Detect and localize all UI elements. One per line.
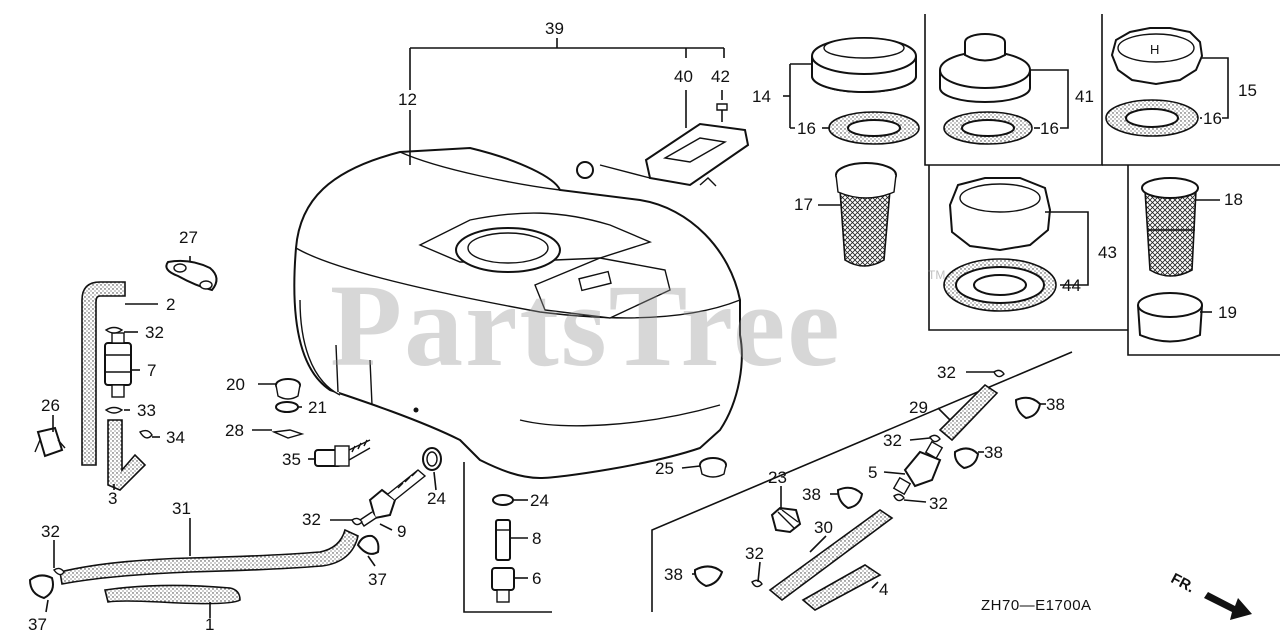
- callout-1: 1: [205, 615, 214, 634]
- fuel-tank-icon: [293, 146, 743, 480]
- watermark-trademark: TM: [928, 268, 946, 282]
- callout-32: 32: [937, 363, 956, 382]
- hose-clip-icon: [693, 369, 1042, 588]
- callout-9: 9: [397, 522, 406, 541]
- callout-14: 14: [752, 87, 771, 106]
- fuel-strainer-icon: [1137, 177, 1203, 343]
- callout-35: 35: [282, 450, 301, 469]
- callout-labels: 39 12 40 42 14 16 17 41 16 15 16 18 43 4…: [28, 19, 1257, 634]
- callout-5: 5: [868, 463, 877, 482]
- callout-29: 29: [909, 398, 928, 417]
- callout-38: 38: [1046, 395, 1065, 414]
- callout-2: 2: [166, 295, 175, 314]
- leader-lines: [45, 38, 1229, 618]
- fuel-filter-icon: [104, 332, 132, 398]
- callout-34: 34: [166, 428, 185, 447]
- fuel-cap-icon: [943, 177, 1057, 312]
- callout-16: 16: [797, 119, 816, 138]
- callout-30: 30: [814, 518, 833, 537]
- callout-37: 37: [368, 570, 387, 589]
- fuel-valve-icon: [356, 447, 442, 555]
- callout-38: 38: [802, 485, 821, 504]
- callout-6: 6: [532, 569, 541, 588]
- front-arrow-icon: [1204, 592, 1252, 620]
- fuel-valve-icon: [271, 378, 371, 467]
- callout-16: 16: [1203, 109, 1222, 128]
- fuel-gauge-icon: [576, 103, 750, 187]
- callout-8: 8: [532, 529, 541, 548]
- fuel-strainer-icon: [835, 162, 897, 267]
- fuel-cap-icon: [811, 37, 920, 145]
- callout-24: 24: [530, 491, 549, 510]
- fuel-filter-icon: [892, 440, 944, 496]
- callout-20: 20: [226, 375, 245, 394]
- callout-33: 33: [137, 401, 156, 420]
- callout-26: 26: [41, 396, 60, 415]
- callout-7: 7: [147, 361, 156, 380]
- callout-32: 32: [302, 510, 321, 529]
- callout-32: 32: [145, 323, 164, 342]
- callout-12: 12: [398, 90, 417, 109]
- callout-18: 18: [1224, 190, 1243, 209]
- callout-38: 38: [664, 565, 683, 584]
- callout-32: 32: [745, 544, 764, 563]
- callout-37: 37: [28, 615, 47, 634]
- callout-31: 31: [172, 499, 191, 518]
- callout-3: 3: [108, 489, 117, 508]
- callout-41: 41: [1075, 87, 1094, 106]
- callout-43: 43: [1098, 243, 1117, 262]
- callout-38: 38: [984, 443, 1003, 462]
- callout-16: 16: [1040, 119, 1059, 138]
- hose-clip-icon: [28, 517, 363, 600]
- fuel-cap-icon: H: [1105, 27, 1204, 137]
- fuel-cap-icon: [939, 33, 1033, 145]
- hose-icon: [768, 383, 999, 611]
- callout-24: 24: [427, 489, 446, 508]
- callout-4: 4: [879, 580, 888, 599]
- callout-32: 32: [41, 522, 60, 541]
- fuel-valve-icon: [491, 494, 515, 603]
- callout-44: 44: [1062, 276, 1081, 295]
- callout-39: 39: [545, 19, 564, 38]
- callout-42: 42: [711, 67, 730, 86]
- hose-icon: [81, 281, 147, 491]
- callout-23: 23: [768, 468, 787, 487]
- callout-28: 28: [225, 421, 244, 440]
- callout-17: 17: [794, 195, 813, 214]
- callout-27: 27: [179, 228, 198, 247]
- section-dividers: [463, 14, 1280, 613]
- callout-21: 21: [308, 398, 327, 417]
- fuel-valve-icon: [699, 457, 802, 534]
- callout-32: 32: [883, 431, 902, 450]
- drawing-code: ZH70—E1700A: [981, 597, 1092, 614]
- callout-25: 25: [655, 459, 674, 478]
- hose-clip-icon: [34, 259, 218, 458]
- callout-32: 32: [929, 494, 948, 513]
- callout-15: 15: [1238, 81, 1257, 100]
- svg-text:H: H: [1150, 42, 1159, 57]
- callout-40: 40: [674, 67, 693, 86]
- hose-icon: [59, 528, 359, 605]
- callout-19: 19: [1218, 303, 1237, 322]
